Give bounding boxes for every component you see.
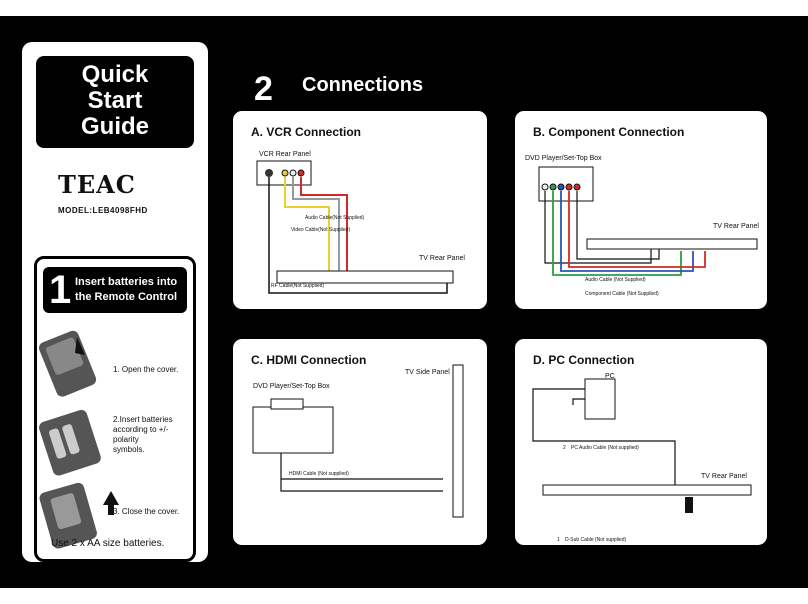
battery-header: 1 Insert batteries into the Remote Contr…: [43, 267, 187, 313]
vcr-video-cable: [284, 177, 330, 271]
component-audio-cable-2: [576, 191, 660, 260]
pc-tv-rear-panel: [542, 484, 752, 496]
vcr-video-cable-label: Video Cable(Not Supplied): [291, 227, 351, 233]
dvd-box: [538, 166, 594, 202]
vcr-audio-cable-label: Audio Cable(Not Supplied): [305, 215, 365, 221]
hdmi-tv-side-label: TV Side Panel: [405, 369, 450, 376]
component-audio-cable-label: Audio Cable (Not Supplied): [585, 277, 646, 283]
component-pr-cable: [568, 191, 706, 268]
vcr-diagram: [256, 160, 454, 294]
pc-dsub-cable-num: 1: [557, 537, 560, 543]
component-panel-title: B. Component Connection: [533, 125, 685, 139]
left-column: Quick Start Guide TEAC MODEL:LEB4098FHD …: [22, 42, 208, 562]
hdmi-cable-2: [280, 479, 443, 492]
component-tv-rear-label: TV Rear Panel: [713, 223, 759, 230]
vcr-connection-panel: A. VCR Connection VCR Rear Panel Audio C…: [230, 108, 490, 312]
battery-step1: 1. Open the cover.: [113, 365, 179, 374]
pc-box: [584, 378, 616, 420]
hdmi-cable-label: HDMI Cable (Not supplied): [289, 471, 349, 477]
vcr-audio-r-cable: [300, 177, 348, 271]
component-connection-panel: B. Component Connection DVD Player/Set-T…: [512, 108, 770, 312]
dvd-audio-l-port: [541, 183, 549, 191]
vcr-rf-cable: [268, 177, 448, 294]
hdmi-diagram: [252, 364, 464, 518]
vcr-rear-panel-label: VCR Rear Panel: [259, 151, 311, 158]
vcr-tv-rear-panel: [276, 270, 454, 284]
vcr-audio-r-port: [297, 169, 305, 177]
pc-dsub-connector: [572, 398, 585, 405]
battery-title-line2: the Remote Control: [75, 291, 178, 303]
vcr-tv-rear-label: TV Rear Panel: [419, 255, 465, 262]
guide-title-line3: Guide: [80, 113, 149, 140]
component-component-cable-label: Component Cable (Not Supplied): [585, 291, 659, 297]
hdmi-dvd-label: DVD Player/Set-Top Box: [253, 383, 330, 390]
component-audio-cable: [544, 191, 652, 264]
battery-footnote: Use 2 x AA size batteries.: [51, 538, 165, 549]
remote-illustrations: [39, 330, 119, 549]
pc-diagram: [532, 378, 752, 513]
battery-title: Insert batteries into the Remote Control: [75, 275, 177, 305]
hdmi-tv-side-panel: [452, 364, 464, 518]
battery-step-number: 1: [49, 268, 72, 312]
page-background: Quick Start Guide TEAC MODEL:LEB4098FHD …: [0, 16, 808, 588]
component-tv-rear-panel: [586, 238, 758, 250]
battery-title-line1: Insert batteries into: [75, 276, 178, 288]
pc-dsub-cable-label: D-Sub Cable (Not supplied): [565, 537, 627, 543]
battery-step2-line1: 2.Insert batteries: [113, 415, 173, 424]
remote-close-cover-image: [39, 482, 119, 549]
remote-insert-batteries-image: [39, 409, 101, 476]
section-title: Connections: [302, 74, 424, 96]
hdmi-dvd-port-box: [270, 398, 304, 410]
vcr-audio-l-port: [289, 169, 297, 177]
pc-dsub-cable-end: [685, 497, 693, 513]
hdmi-panel-title: C. HDMI Connection: [251, 353, 367, 367]
dvd-audio-r-port: [573, 183, 581, 191]
battery-step2-line2: according to +/- polarity: [113, 425, 169, 444]
component-diagram: [538, 166, 758, 276]
component-y-cable: [552, 191, 682, 276]
pc-tv-rear-label: TV Rear Panel: [701, 473, 747, 480]
vcr-rf-cable-label: RF Cable(Not Supplied): [271, 283, 325, 289]
hdmi-dvd-box: [252, 406, 334, 454]
battery-step3: 3. Close the cover.: [113, 507, 180, 516]
section-number: 2: [254, 70, 273, 108]
brand-logo: TEAC: [58, 170, 136, 199]
component-pb-cable: [560, 191, 694, 272]
hdmi-connection-panel: C. HDMI Connection TV Side Panel DVD Pla…: [230, 336, 490, 548]
vcr-audio-l-cable: [292, 177, 340, 271]
remote-open-cover-image: [39, 330, 97, 397]
battery-section: 1 Insert batteries into the Remote Contr…: [34, 256, 196, 562]
guide-title-line2: Start: [87, 87, 143, 114]
dvd-y-port: [549, 183, 557, 191]
pc-audio-cable-num: 2: [563, 445, 566, 451]
component-dvd-label: DVD Player/Set-Top Box: [525, 155, 602, 162]
battery-step2-line3: symbols.: [113, 445, 145, 454]
dvd-pr-port: [565, 183, 573, 191]
model-number: MODEL:LEB4098FHD: [58, 206, 148, 215]
pc-audio-cable-label: PC Audio Cable (Not supplied): [571, 445, 639, 451]
quick-start-guide-banner: Quick Start Guide: [36, 56, 194, 148]
pc-panel-title: D. PC Connection: [533, 353, 635, 367]
dvd-pb-port: [557, 183, 565, 191]
battery-step2: 2.Insert batteries according to +/- pola…: [113, 415, 193, 455]
vcr-rf-port: [265, 169, 273, 177]
pc-label: PC: [605, 373, 615, 380]
pc-audio-cable: [532, 388, 676, 491]
guide-title-line1: Quick: [81, 61, 149, 88]
vcr-video-port: [281, 169, 289, 177]
vcr-panel-title: A. VCR Connection: [251, 125, 361, 139]
pc-connection-panel: D. PC Connection PC 2 PC Audio Cable (No…: [512, 336, 770, 548]
